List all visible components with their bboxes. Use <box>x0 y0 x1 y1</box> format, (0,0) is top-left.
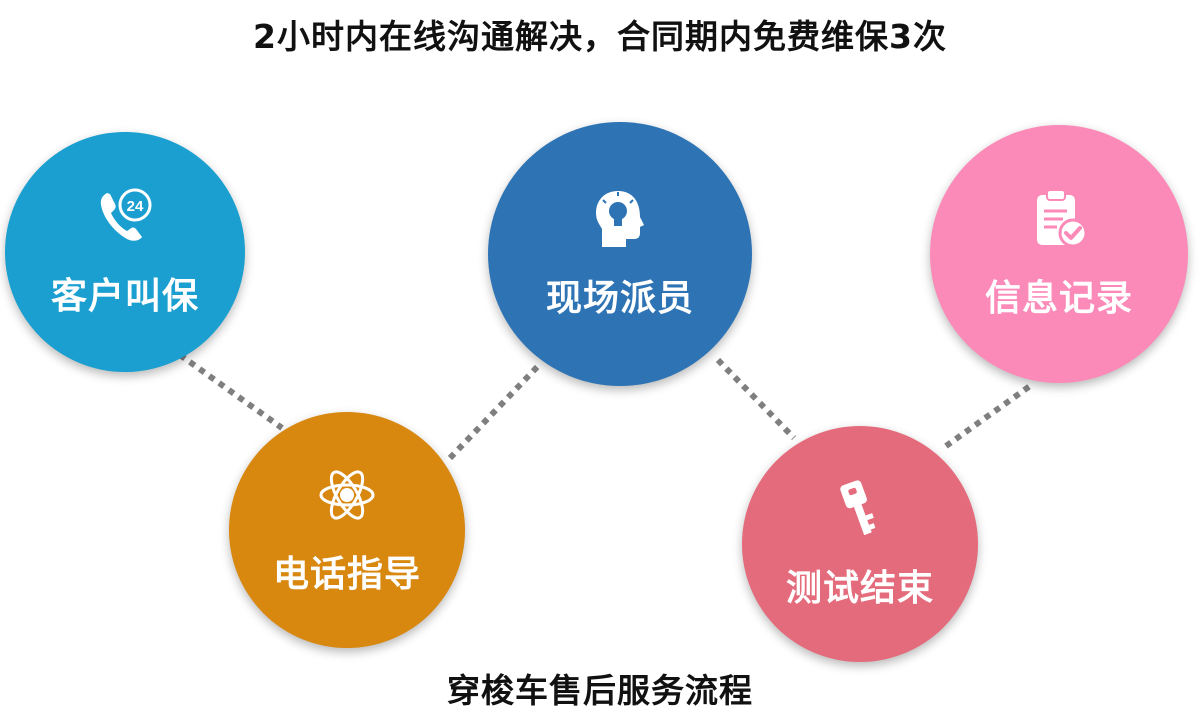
step-label: 测试结束 <box>785 568 934 609</box>
atom-icon <box>319 470 375 520</box>
phone-24-icon: 24 <box>100 188 152 241</box>
connector-2-3 <box>447 361 543 461</box>
step-label: 信息记录 <box>984 278 1133 319</box>
page-title: 2小时内在线沟通解决，合同期内免费维保3次 <box>253 17 947 56</box>
step-phone-guidance: 电话指导 <box>229 412 465 648</box>
key-icon <box>840 480 876 536</box>
connector-1-2 <box>178 352 284 431</box>
diagram-caption: 穿梭车售后服务流程 <box>447 671 753 710</box>
step-label: 现场派员 <box>545 278 694 319</box>
connector-3-4 <box>715 357 797 441</box>
clipboard-check-icon <box>1037 189 1088 248</box>
step-onsite-dispatch: 现场派员 <box>488 122 752 386</box>
step-label: 客户叫保 <box>50 276 199 317</box>
step-customer-request: 24 客户叫保 <box>5 132 245 372</box>
step-label: 电话指导 <box>272 554 421 595</box>
head-lightbulb-icon <box>596 191 644 247</box>
step-info-record: 信息记录 <box>930 125 1188 383</box>
connector-4-5 <box>944 383 1032 449</box>
svg-text:24: 24 <box>127 198 144 215</box>
step-test-complete: 测试结束 <box>742 426 978 662</box>
